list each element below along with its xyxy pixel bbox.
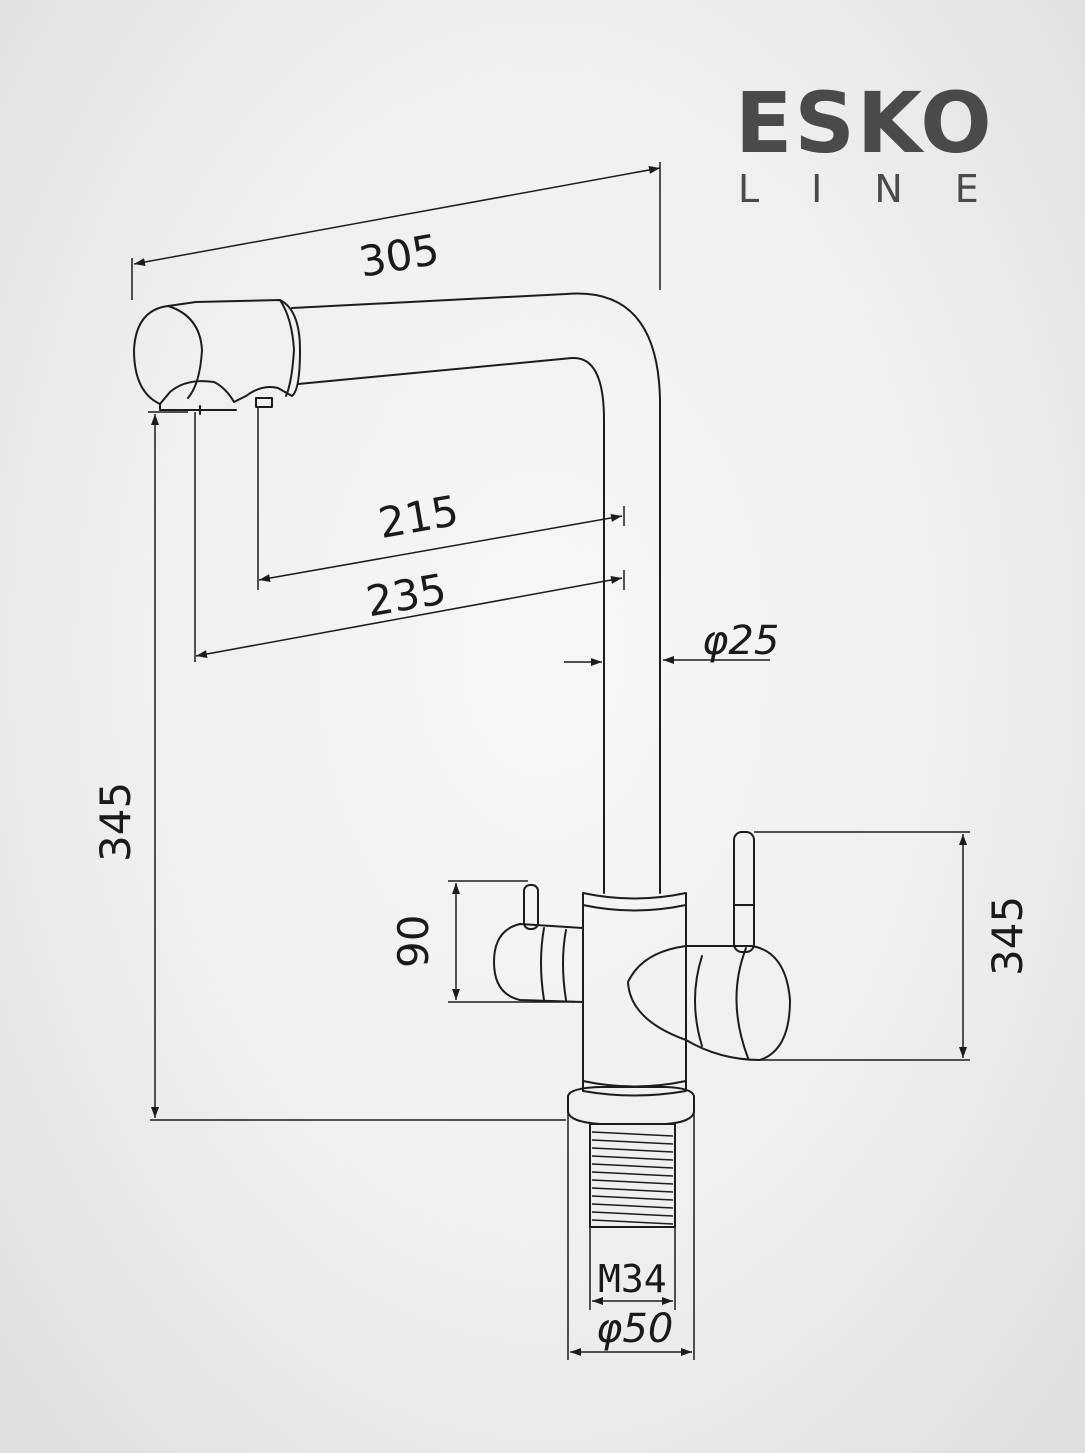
label-215: 215 (375, 486, 462, 548)
logo-line-text: LINE (738, 167, 1031, 211)
threaded-shank (589, 1123, 676, 1228)
spout-arm (291, 292, 661, 894)
label-305: 305 (355, 225, 442, 287)
label-345-right: 345 (983, 896, 1032, 976)
label-235: 235 (362, 564, 449, 626)
label-345-left: 345 (91, 782, 140, 862)
dimension-lines (131, 162, 970, 1360)
dim-line-215 (258, 513, 623, 583)
spout-head (133, 299, 301, 405)
label-phi50: φ50 (596, 1306, 673, 1352)
faucet-outline (133, 292, 791, 1228)
label-phi25: φ25 (702, 618, 779, 664)
dim-line-305 (133, 166, 661, 266)
faucet-body (582, 892, 687, 1097)
esko-logo: ESKO LINE (735, 74, 1031, 211)
left-lever-body (493, 923, 584, 1003)
dimension-labels: 305 215 235 φ25 345 90 345 M34 φ50 (91, 225, 1032, 1352)
dim-line-235 (195, 576, 623, 658)
logo-esko-text: ESKO (735, 74, 994, 172)
right-lever-body (627, 945, 791, 1061)
label-90: 90 (389, 915, 438, 968)
label-m34: M34 (598, 1257, 667, 1301)
